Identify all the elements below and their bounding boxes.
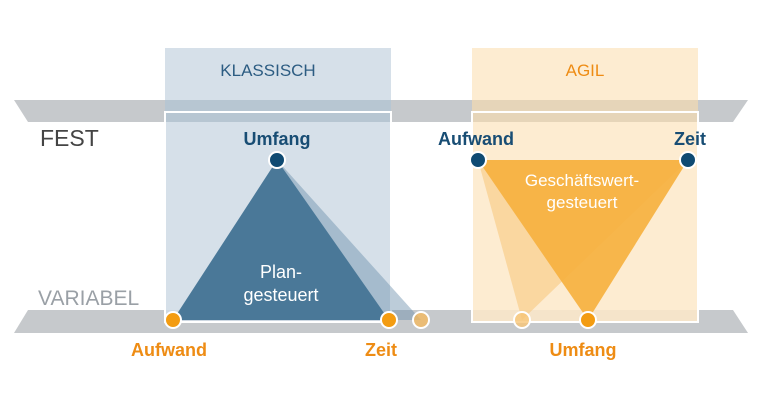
- agile-ghost-point: [513, 311, 531, 329]
- agile-bottom-label: Umfang: [550, 340, 617, 360]
- classic-fixed-point-scope: [268, 151, 286, 169]
- classic-triangle-label-line2: gesteuert: [243, 285, 318, 305]
- classic-ghost-point: [412, 311, 430, 329]
- classic-header: KLASSISCH: [220, 61, 315, 80]
- classic-ghost-triangle: [277, 160, 421, 320]
- classic-triangle-label-line1: Plan-: [260, 262, 302, 282]
- agile-header: AGIL: [566, 61, 605, 80]
- classic-variable-point-time: [380, 311, 398, 329]
- classic-bottom-left-label: Aufwand: [131, 340, 207, 360]
- agile-fixed-point-time: [679, 151, 697, 169]
- classic-panel-frame: [164, 111, 392, 323]
- agile-fixed-point-effort: [469, 151, 487, 169]
- agile-triangle: [478, 160, 688, 320]
- fixed-row-label: FEST: [40, 125, 99, 151]
- agile-triangle-label-line1: Geschäftswert-: [525, 171, 639, 190]
- classic-variable-point-effort: [164, 311, 182, 329]
- classic-bottom-right-label: Zeit: [365, 340, 397, 360]
- variable-row-label: VARIABEL: [38, 287, 139, 310]
- agile-variable-point-scope: [579, 311, 597, 329]
- agile-top-left-label: Aufwand: [438, 129, 514, 149]
- classic-triangle: [173, 160, 389, 320]
- agile-top-right-label: Zeit: [674, 129, 706, 149]
- classic-top-label: Umfang: [244, 129, 311, 149]
- agile-triangle-label-line2: gesteuert: [547, 193, 618, 212]
